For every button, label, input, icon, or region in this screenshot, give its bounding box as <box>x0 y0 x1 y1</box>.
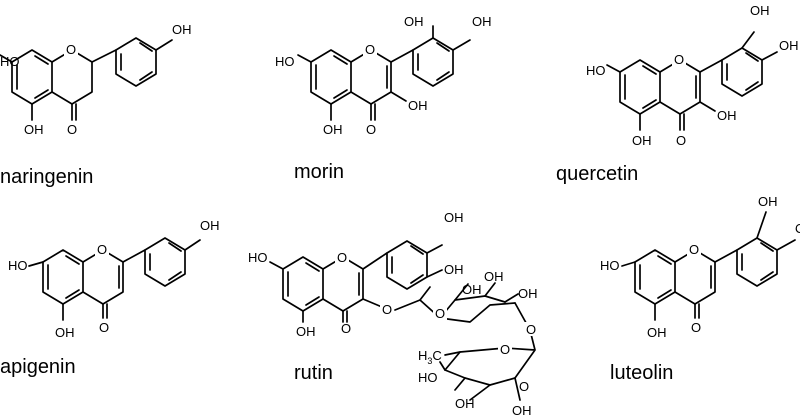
morin-2p-oh-label: OH <box>404 14 424 29</box>
rutin-5-oh-label: OH <box>296 324 316 339</box>
quercetin-7-oh-label: HO <box>586 63 606 78</box>
rutin-carbonyl-o-label: O <box>341 321 351 336</box>
structure-rutin: HO OH OH O O OH O O O OH OH OH HO OH OH … <box>248 210 538 418</box>
morin-7-oh-label: HO <box>275 54 295 69</box>
rutin-rhamnose-ring-o-2-label: O <box>519 379 529 394</box>
structure-morin: HO OH OH O O OH OH morin <box>275 14 492 183</box>
naringenin-7-oh-label: HO <box>0 54 20 69</box>
rutin-methyl-label: H3C <box>418 348 442 366</box>
rutin-rhamnose-oh-1-label: HO <box>418 370 438 385</box>
quercetin-4p-oh-label: OH <box>779 38 799 53</box>
naringenin-carbonyl-o-label: O <box>67 122 77 137</box>
quercetin-3-oh-label: OH <box>717 108 737 123</box>
quercetin-carbonyl-o-label: O <box>676 133 686 148</box>
morin-3-oh-label: OH <box>408 98 428 113</box>
apigenin-ring-o-label: O <box>97 242 107 257</box>
rutin-glycosidic-o-label: O <box>382 302 392 317</box>
rutin-7-oh-label: HO <box>248 250 268 265</box>
luteolin-ring-o-label: O <box>689 242 699 257</box>
apigenin-5-oh-label: OH <box>55 325 75 340</box>
rutin-rhamnose-oh-2-label: OH <box>455 396 475 411</box>
compound-name-quercetin: quercetin <box>556 163 638 185</box>
rutin-glucose-ring-o-label: O <box>435 306 445 321</box>
rutin-linker-o-label: O <box>526 322 536 337</box>
rutin-glucose-oh-2-label: OH <box>518 286 538 301</box>
rutin-glucose-oh-1-label: OH <box>484 269 504 284</box>
rutin-glucose-oh-3-label: OH <box>462 282 482 297</box>
compound-name-apigenin: apigenin <box>0 356 76 378</box>
naringenin-4p-oh-label: OH <box>172 22 192 37</box>
morin-4p-oh-label: OH <box>472 14 492 29</box>
naringenin-5-oh-label: OH <box>24 122 44 137</box>
quercetin-ring-o-label: O <box>674 52 684 67</box>
luteolin-carbonyl-o-label: O <box>691 320 701 335</box>
naringenin-ring-o-label: O <box>66 42 76 57</box>
structure-apigenin: HO OH O O OH apigenin <box>0 218 220 378</box>
morin-ring-o-label: O <box>365 42 375 57</box>
luteolin-7-oh-label: HO <box>600 258 620 273</box>
quercetin-3p-oh-label: OH <box>750 3 770 18</box>
compound-name-rutin: rutin <box>294 362 333 384</box>
compound-name-luteolin: luteolin <box>610 362 673 384</box>
apigenin-carbonyl-o-label: O <box>99 320 109 335</box>
rutin-rhamnose-oh-3-label: OH <box>512 403 532 418</box>
quercetin-5-oh-label: OH <box>632 133 652 148</box>
rutin-4p-oh-label: OH <box>444 262 464 277</box>
structure-naringenin: HO OH O O OH naringenin <box>0 22 192 188</box>
apigenin-7-oh-label: HO <box>8 258 28 273</box>
morin-carbonyl-o-label: O <box>366 122 376 137</box>
rutin-rhamnose-ring-o-label: O <box>500 342 510 357</box>
morin-5-oh-label: OH <box>323 122 343 137</box>
rutin-3p-oh-label: OH <box>444 210 464 225</box>
luteolin-4p-oh-label: OH <box>795 221 800 236</box>
rutin-ring-o-label: O <box>337 250 347 265</box>
compound-name-naringenin: naringenin <box>0 166 93 188</box>
compound-name-morin: morin <box>294 161 344 183</box>
luteolin-3p-oh-label: OH <box>758 194 778 209</box>
apigenin-4p-oh-label: OH <box>200 218 220 233</box>
structure-luteolin: HO OH OH O O OH luteolin <box>600 194 800 384</box>
luteolin-5-oh-label: OH <box>647 325 667 340</box>
structure-quercetin: HO OH OH O O OH OH quercetin <box>556 3 799 185</box>
